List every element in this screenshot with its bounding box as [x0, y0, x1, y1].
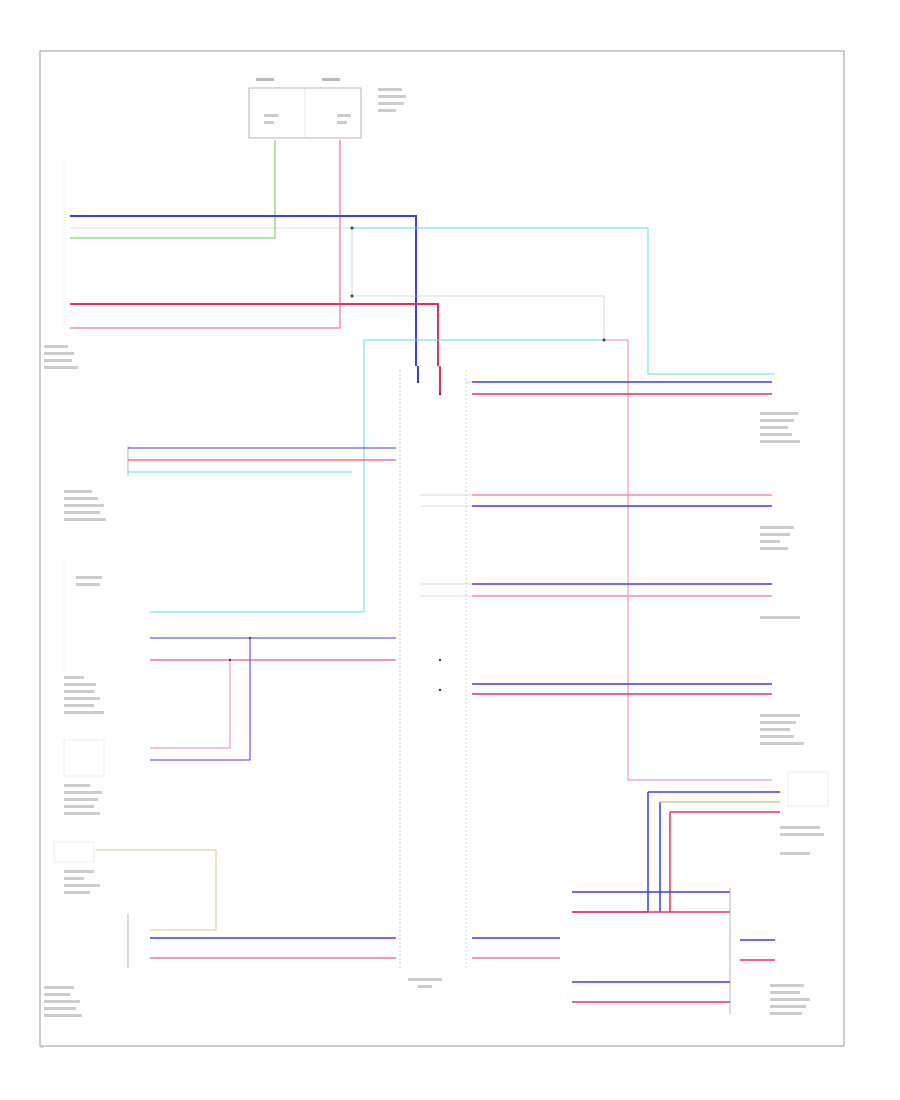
- wire-pink-top: [70, 140, 341, 329]
- wire-blue-top: [70, 215, 417, 366]
- right-module-3: [420, 583, 800, 619]
- left-module-6: [44, 914, 396, 1017]
- left-module-2: [64, 446, 396, 521]
- wire-cyan-lower: [150, 339, 604, 613]
- footer-mark: —: [40, 1044, 44, 1049]
- right-module-4: [472, 683, 804, 745]
- left-module-3: [63, 560, 396, 761]
- diagram-border: [39, 50, 845, 1047]
- joint-connector: [399, 370, 467, 988]
- wire-red-top: [70, 303, 439, 366]
- right-module-1: [417, 366, 800, 443]
- bottom-bus: [472, 888, 810, 1015]
- fuse-relay-box: [248, 78, 406, 139]
- wire-green: [70, 140, 276, 239]
- left-module-4: [63, 739, 105, 815]
- left-top-connector: [44, 160, 78, 369]
- left-module-5: [53, 841, 217, 931]
- wire-magenta: [604, 339, 772, 781]
- junction-dots: [228, 226, 606, 692]
- wire-gray-top: [70, 227, 605, 340]
- right-module-5: [572, 771, 829, 913]
- right-module-2: [420, 494, 794, 550]
- wire-cyan-top: [352, 227, 775, 375]
